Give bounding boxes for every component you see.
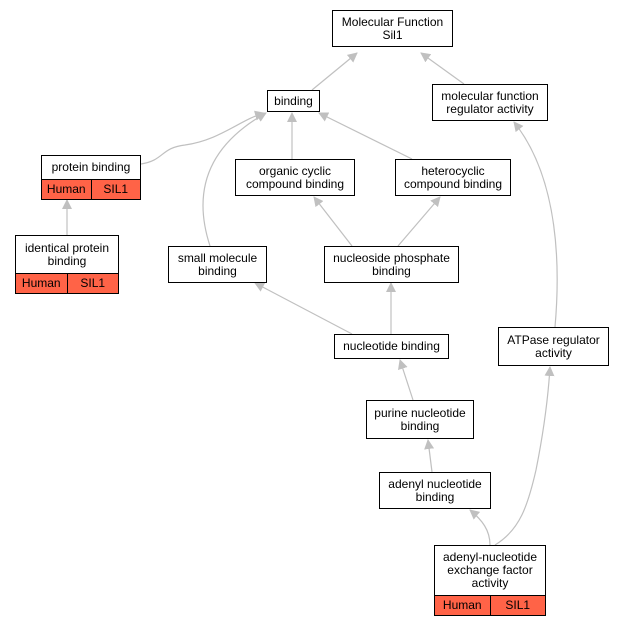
node-small-molecule-binding[interactable]: small molecule binding	[168, 246, 267, 283]
edge-binding-to-molecular-function	[311, 52, 358, 91]
edge-nucleotide-to-small-molecule	[254, 282, 353, 335]
node-purine-nucleotide-binding[interactable]: purine nucleotide binding	[366, 400, 474, 439]
node-label: nucleoside phosphate binding	[333, 250, 450, 278]
edge-exchange-to-adenyl	[469, 509, 491, 546]
edge-atpase-regulator-to-mf-regulator	[513, 121, 558, 328]
annotation-row: Human SIL1	[435, 595, 545, 615]
edge-regulator-to-molecular-function	[420, 52, 465, 85]
gene-cell: SIL1	[489, 596, 546, 615]
edge-nucleoside-phosphate-to-organic-cyclic	[313, 196, 353, 247]
node-nucleoside-phosphate-binding[interactable]: nucleoside phosphate binding	[324, 246, 459, 283]
node-label: ATPase regulator activity	[507, 332, 600, 360]
node-label: organic cyclic compound binding	[245, 163, 345, 191]
species-cell: Human	[442, 598, 482, 612]
edge-adenyl-to-purine	[424, 439, 435, 473]
annotation-row: Human SIL1	[42, 179, 140, 199]
node-label: heterocyclic compound binding	[403, 163, 503, 191]
node-molecular-function[interactable]: Molecular Function Sil1	[332, 10, 453, 47]
node-atpase-regulator-activity[interactable]: ATPase regulator activity	[498, 327, 609, 366]
node-heterocyclic-compound-binding[interactable]: heterocyclic compound binding	[395, 159, 511, 196]
node-label: molecular function regulator activity	[441, 88, 539, 116]
node-label: adenyl nucleotide binding	[388, 476, 482, 504]
node-adenyl-nucleotide-binding[interactable]: adenyl nucleotide binding	[379, 472, 491, 509]
edge-purine-to-nucleotide	[398, 359, 414, 401]
gene-cell: SIL1	[66, 274, 119, 293]
node-identical-protein-binding[interactable]: identical protein binding Human SIL1	[15, 235, 119, 294]
edge-exchange-to-atpase-regulator	[494, 366, 555, 546]
annotation-row: Human SIL1	[16, 273, 118, 293]
node-organic-cyclic-compound-binding[interactable]: organic cyclic compound binding	[235, 159, 355, 196]
gene-cell: SIL1	[90, 180, 141, 199]
edge-nucleoside-phosphate-to-heterocyclic	[397, 196, 441, 247]
node-label: nucleotide binding	[343, 339, 440, 353]
node-label: identical protein binding	[24, 240, 110, 268]
node-label: adenyl-nucleotide exchange factor activi…	[442, 550, 538, 590]
species-cell: Human	[21, 276, 61, 290]
edge-heterocyclic-to-binding	[318, 112, 413, 160]
node-label: small molecule binding	[177, 250, 258, 278]
node-label: purine nucleotide binding	[374, 405, 466, 433]
node-binding[interactable]: binding	[267, 90, 320, 112]
node-label: protein binding	[51, 160, 131, 174]
species-cell: Human	[46, 182, 86, 196]
edge-small-molecule-to-binding	[202, 112, 267, 247]
node-nucleotide-binding[interactable]: nucleotide binding	[334, 334, 449, 359]
node-adenyl-nucleotide-exchange-factor-activity[interactable]: adenyl-nucleotide exchange factor activi…	[434, 545, 546, 616]
node-protein-binding[interactable]: protein binding Human SIL1	[41, 155, 141, 200]
node-label: Molecular Function Sil1	[341, 14, 444, 42]
node-label: binding	[274, 93, 313, 108]
edge-protein-binding-to-binding	[140, 110, 265, 165]
node-mf-regulator-activity[interactable]: molecular function regulator activity	[432, 84, 548, 121]
